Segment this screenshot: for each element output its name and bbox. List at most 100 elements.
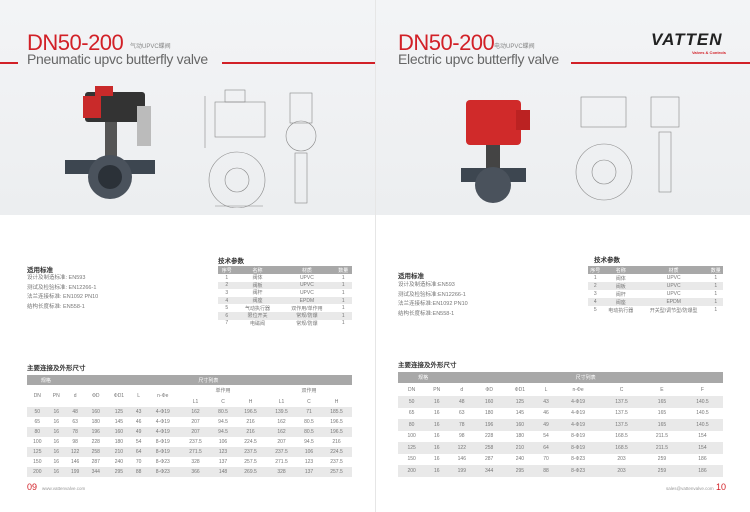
- table-cell: 237.5: [266, 447, 297, 457]
- table-cell: 287: [484, 456, 494, 463]
- standard-item: 测试及检验标准:EN12266-1: [398, 291, 466, 298]
- table-cell: 80.5: [211, 407, 236, 417]
- table-cell: 8-Φ23: [145, 467, 181, 477]
- table-cell: 1: [341, 320, 345, 327]
- table-cell: 8-Φ23: [555, 465, 602, 477]
- table-cell: 1: [593, 275, 597, 281]
- email-link[interactable]: sales@vattenvalve.com: [666, 486, 714, 491]
- dimensions-heading: 主要连接及外形尺寸: [27, 365, 86, 372]
- table-cell: 165: [642, 396, 682, 408]
- table-cell: 阀体: [252, 275, 263, 282]
- table-cell: 电动执行器: [608, 307, 634, 314]
- table-cell: 196.5: [321, 427, 352, 437]
- table-cell: 63: [72, 419, 78, 425]
- table-cell: 64: [536, 442, 556, 454]
- table-cell: 4-Φ19: [571, 410, 586, 417]
- table-cell: 1: [714, 275, 718, 281]
- group-header-dims: 尺寸列表: [64, 375, 352, 385]
- table-cell: 16: [53, 459, 59, 465]
- table-cell: 180: [91, 419, 100, 425]
- dimension-drawing: [575, 96, 680, 201]
- table-cell: 137: [296, 467, 322, 477]
- table-cell: 106: [296, 447, 322, 457]
- table-cell: 8-Φ19: [145, 447, 181, 457]
- website-link[interactable]: www.vattenvalve.com: [42, 486, 86, 491]
- column-header: ΦD1: [514, 386, 526, 393]
- table-cell: 162: [277, 419, 286, 425]
- table-cell: 2: [588, 282, 603, 290]
- table-cell: 237.5: [235, 447, 267, 457]
- table-cell: 150: [407, 456, 416, 463]
- table-cell: 5: [593, 307, 597, 313]
- table-cell: 258: [85, 447, 107, 457]
- table-cell: 257.5: [321, 467, 352, 477]
- table-cell: EPDM: [638, 298, 709, 306]
- group-header-dims: 尺寸列表: [448, 372, 723, 383]
- table-cell: 211.5: [642, 442, 682, 454]
- table-cell: 1: [334, 296, 352, 305]
- table-cell: 65: [408, 410, 415, 417]
- table-cell: 16: [425, 465, 449, 477]
- table-cell: 94.5: [218, 419, 228, 425]
- table-cell: 203: [617, 456, 626, 463]
- table-cell: 阀板: [235, 281, 280, 290]
- table-cell: 160: [502, 419, 537, 431]
- column-header: PN: [433, 386, 441, 393]
- table-cell: 200: [398, 465, 426, 477]
- table-cell: 98: [72, 439, 78, 445]
- table-cell: 258: [475, 442, 503, 454]
- table-cell: 1: [341, 289, 345, 296]
- table-cell: 3: [593, 291, 597, 297]
- table-cell: 295: [106, 467, 132, 477]
- table-cell: 1: [714, 291, 718, 297]
- standard-item: 测试及检验标准: EN12266-1: [27, 284, 97, 291]
- table-cell: 65: [34, 419, 41, 425]
- table-cell: 70: [135, 459, 142, 465]
- table-cell: 电磁阀: [249, 320, 265, 327]
- table-cell: 196: [475, 419, 503, 431]
- table-cell: 5: [225, 305, 229, 312]
- table-cell: 4: [588, 298, 603, 306]
- column-header: n-Φe: [572, 386, 584, 393]
- table-cell: 16: [47, 447, 65, 457]
- table-cell: 阀座: [602, 298, 639, 306]
- column-header: 材质: [638, 266, 709, 274]
- table-cell: 123: [211, 447, 236, 457]
- column-header: L1: [278, 398, 285, 405]
- subtitle-cn: 电动UPVC蝶阀: [494, 44, 535, 50]
- standard-item: 设计及制造标准:EN593: [398, 282, 455, 288]
- table-cell: 154: [681, 442, 723, 454]
- table-cell: 49: [131, 427, 146, 437]
- table-cell: 196.5: [235, 407, 267, 417]
- standard-item: 结构长度标准: EN558-1: [27, 303, 85, 310]
- table-cell: 100: [407, 433, 416, 440]
- table-cell: 78: [448, 419, 476, 431]
- table-cell: 1: [334, 311, 352, 320]
- column-header: n-Φe: [157, 393, 169, 399]
- table-cell: 8-Φ19: [555, 442, 602, 454]
- title-rule-left: [0, 62, 18, 64]
- logo-wordmark: VATTEN: [651, 30, 723, 49]
- table-cell: 137.5: [615, 410, 628, 417]
- table-cell: 106: [218, 439, 228, 445]
- table-cell: 154: [698, 433, 707, 440]
- table-cell: 1: [225, 274, 229, 281]
- column-header: d: [460, 386, 464, 393]
- table-cell: 16: [433, 410, 440, 417]
- table-cell: 8-Φ19: [571, 433, 586, 440]
- table-cell: 50: [398, 396, 426, 408]
